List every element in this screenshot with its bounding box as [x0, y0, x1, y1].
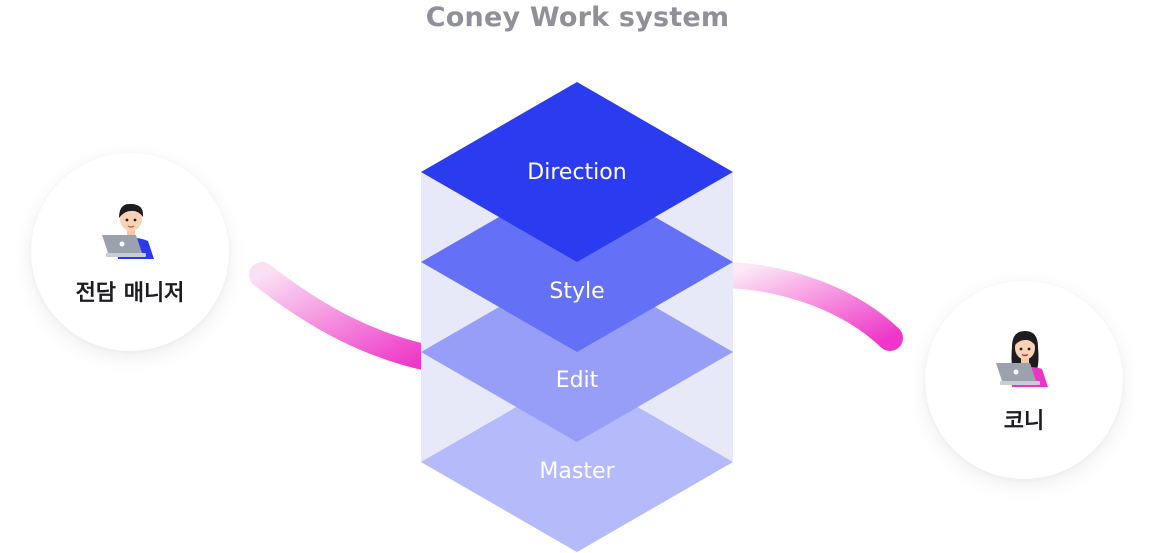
man-technologist-icon: [102, 203, 154, 259]
layer-edit-label: Edit: [556, 368, 599, 393]
layer-direction-label: Direction: [527, 160, 626, 185]
coney-card: 코니: [925, 281, 1123, 479]
manager-card: 전담 매니저: [31, 153, 229, 351]
manager-label: 전담 매니저: [75, 281, 185, 306]
layer-direction: [421, 82, 733, 262]
layer-master-label: Master: [539, 459, 615, 484]
layer-style-label: Style: [549, 279, 604, 304]
right-connector: [715, 262, 903, 351]
page-title: Coney Work system: [425, 2, 730, 33]
left-connector: [249, 262, 441, 371]
coney-label: 코니: [1003, 409, 1045, 434]
layer-master: [421, 372, 733, 552]
woman-technologist-icon: [996, 331, 1048, 387]
